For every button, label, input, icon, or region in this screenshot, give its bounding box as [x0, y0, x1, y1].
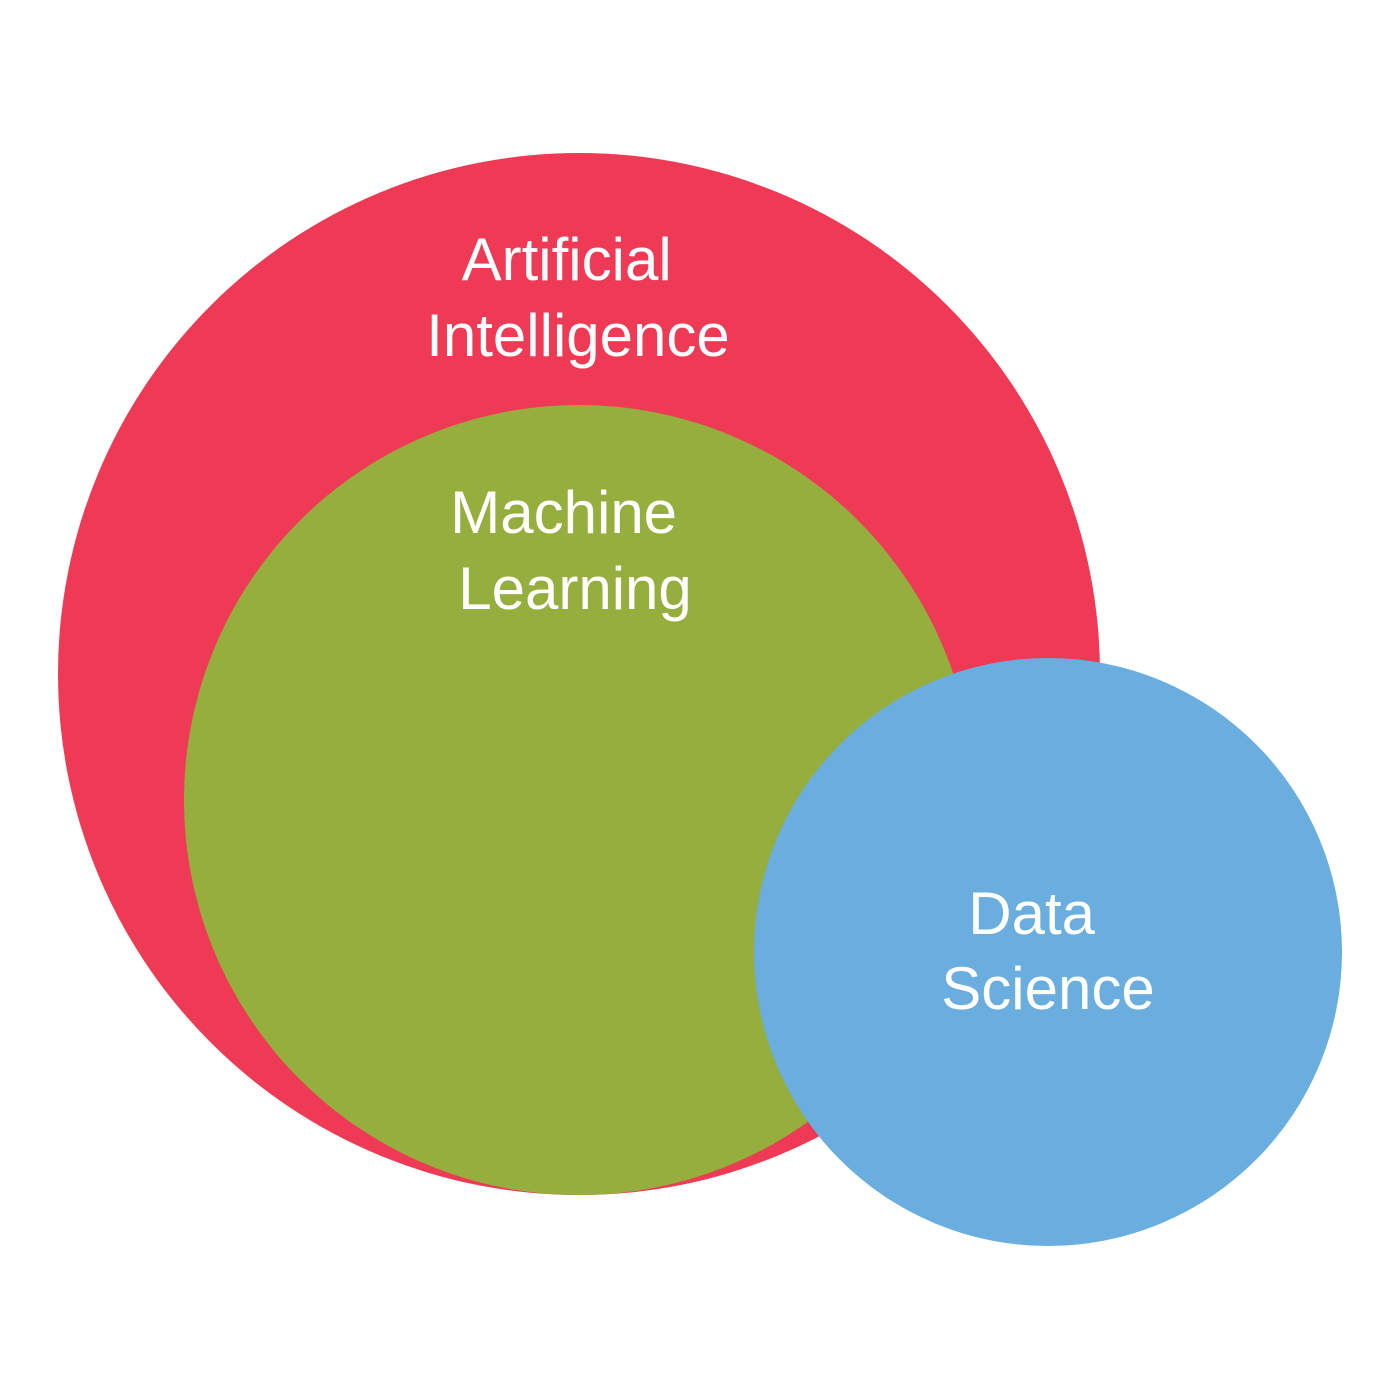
artificial-intelligence-label-line-1: Artificial: [462, 226, 672, 293]
data-science-label: Data Science: [941, 880, 1154, 1022]
artificial-intelligence-label-line-2: Intelligence: [426, 302, 730, 369]
artificial-intelligence-label: Artificial Intelligence: [426, 226, 730, 369]
data-science-circle: [754, 658, 1342, 1246]
data-science-label-line-1: Data: [968, 880, 1095, 947]
machine-learning-label-line-1: Machine: [450, 479, 677, 546]
machine-learning-label: Machine Learning: [450, 479, 693, 622]
data-science-label-line-2: Science: [941, 955, 1154, 1022]
machine-learning-label-line-2: Learning: [458, 555, 692, 622]
